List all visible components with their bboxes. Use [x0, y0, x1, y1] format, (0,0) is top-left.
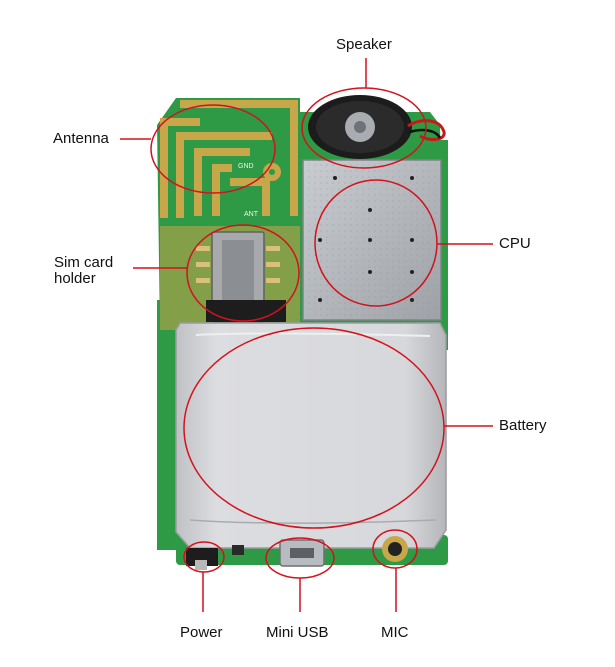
sim-card-holder [160, 226, 300, 330]
battery-highlight [183, 327, 445, 529]
mini-usb-port [279, 539, 325, 567]
smd-component [232, 545, 244, 555]
power-label: Power [180, 624, 223, 641]
leader-lines [120, 58, 493, 612]
mic-component [382, 536, 408, 562]
sim-card-holder-label-line1: Sim card [54, 254, 114, 271]
battery-pack [175, 322, 447, 549]
annotation-highlights [150, 87, 445, 579]
mic-label: MIC [381, 624, 409, 641]
speaker-highlight [301, 87, 427, 169]
ant-marking: ANT [244, 211, 259, 218]
mic-highlight [372, 529, 418, 569]
speaker-component [308, 95, 446, 159]
gnd-marking: GND [238, 163, 254, 170]
antenna-traces [160, 100, 298, 218]
cpu-shield [302, 159, 442, 321]
cpu-label: CPU [499, 235, 531, 252]
sim-card-holder-label-line2: holder [54, 270, 96, 287]
power-switch [186, 548, 218, 570]
sim-card-holder-label: Sim card holder [54, 255, 144, 287]
mini-usb-label: Mini USB [266, 624, 329, 641]
simcard-highlight [186, 224, 300, 322]
speaker-label: Speaker [336, 36, 392, 53]
power-highlight [183, 541, 225, 573]
battery-label: Battery [499, 417, 547, 434]
cpu-highlight [314, 179, 438, 307]
antenna-highlight [150, 104, 276, 194]
antenna-label: Antenna [53, 130, 109, 147]
